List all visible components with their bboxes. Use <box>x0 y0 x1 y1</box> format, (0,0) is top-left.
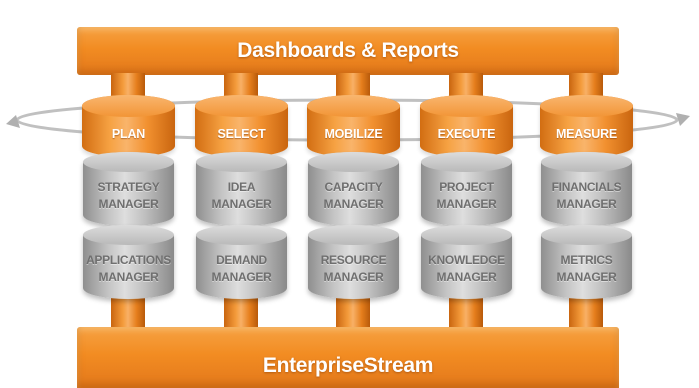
module-label-line2: MANAGER <box>211 197 272 211</box>
module-label-line1: METRICS <box>560 253 613 267</box>
enterprisestream-bar: EnterpriseStream <box>77 327 619 388</box>
phase-plan: PLAN <box>82 95 175 157</box>
module-label-line2: MANAGER <box>323 270 384 284</box>
module-knowledge-manager: KNOWLEDGE MANAGER <box>421 225 512 299</box>
phase-select: SELECT <box>195 95 288 157</box>
module-capacity-manager: CAPACITY MANAGER <box>308 152 399 226</box>
connector-bottom <box>336 298 370 330</box>
module-resource-manager: RESOURCE MANAGER <box>308 225 399 299</box>
module-project-manager: PROJECT MANAGER <box>421 152 512 226</box>
connector-top <box>336 73 370 99</box>
pillar-execute: EXECUTE PROJECT MANAGER KNOWLEDGE MANAGE… <box>420 0 513 388</box>
connector-bottom <box>569 298 603 330</box>
module-label: STRATEGY MANAGER <box>83 179 174 213</box>
module-label-line2: MANAGER <box>98 270 159 284</box>
module-label: CAPACITY MANAGER <box>308 179 399 213</box>
connector-bottom <box>224 298 258 330</box>
module-strategy-manager: STRATEGY MANAGER <box>83 152 174 226</box>
module-label: FINANCIALS MANAGER <box>541 179 632 213</box>
module-label-line2: MANAGER <box>556 197 617 211</box>
module-label-line2: MANAGER <box>98 197 159 211</box>
connector-bottom <box>111 298 145 330</box>
phase-label: MOBILIZE <box>324 127 383 141</box>
module-label: IDEA MANAGER <box>196 179 287 213</box>
module-label-line1: RESOURCE <box>320 253 387 267</box>
phase-mobilize: MOBILIZE <box>307 95 400 157</box>
module-label-line2: MANAGER <box>211 270 272 284</box>
module-idea-manager: IDEA MANAGER <box>196 152 287 226</box>
phase-label: EXECUTE <box>437 127 496 141</box>
module-label-line2: MANAGER <box>556 270 617 284</box>
module-label-line2: MANAGER <box>323 197 384 211</box>
bottom-bar-label: EnterpriseStream <box>262 353 434 377</box>
module-label-line1: STRATEGY <box>97 180 160 194</box>
module-label-line2: MANAGER <box>436 197 497 211</box>
module-label-line1: KNOWLEDGE <box>428 253 505 267</box>
module-label: APPLICATIONS MANAGER <box>83 252 174 286</box>
module-label-line1: APPLICATIONS <box>86 253 171 267</box>
phase-label: SELECT <box>217 127 266 141</box>
connector-top <box>449 73 483 99</box>
module-label: METRICS MANAGER <box>541 252 632 286</box>
module-label-line2: MANAGER <box>436 270 497 284</box>
connector-bottom <box>449 298 483 330</box>
phase-label: PLAN <box>111 127 146 141</box>
module-label-line1: FINANCIALS <box>551 180 622 194</box>
pillar-mobilize: MOBILIZE CAPACITY MANAGER RESOURCE MANAG… <box>307 0 400 388</box>
module-label: DEMAND MANAGER <box>196 252 287 286</box>
module-metrics-manager: METRICS MANAGER <box>541 225 632 299</box>
module-demand-manager: DEMAND MANAGER <box>196 225 287 299</box>
connector-top <box>111 73 145 99</box>
phase-measure: MEASURE <box>540 95 633 157</box>
module-label-line1: DEMAND <box>216 253 267 267</box>
module-label: KNOWLEDGE MANAGER <box>421 252 512 286</box>
module-financials-manager: FINANCIALS MANAGER <box>541 152 632 226</box>
phase-execute: EXECUTE <box>420 95 513 157</box>
orbit-arrow-left-icon <box>6 115 20 128</box>
phase-label: MEASURE <box>555 127 618 141</box>
orbit-arrow-right-icon <box>676 113 690 126</box>
module-label: PROJECT MANAGER <box>421 179 512 213</box>
module-label-line1: PROJECT <box>439 180 494 194</box>
connector-top <box>224 73 258 99</box>
pillar-measure: MEASURE FINANCIALS MANAGER METRICS MANAG… <box>540 0 633 388</box>
pillar-select: SELECT IDEA MANAGER DEMAND MANAGER <box>195 0 288 388</box>
module-label-line1: CAPACITY <box>324 180 383 194</box>
module-applications-manager: APPLICATIONS MANAGER <box>83 225 174 299</box>
connector-top <box>569 73 603 99</box>
top-bar-label: Dashboards & Reports <box>237 39 459 62</box>
pillar-plan: PLAN STRATEGY MANAGER APPLICATIONS MANAG… <box>82 0 175 388</box>
module-label-line1: IDEA <box>227 180 256 194</box>
dashboards-reports-bar: Dashboards & Reports <box>77 27 619 75</box>
module-label: RESOURCE MANAGER <box>308 252 399 286</box>
